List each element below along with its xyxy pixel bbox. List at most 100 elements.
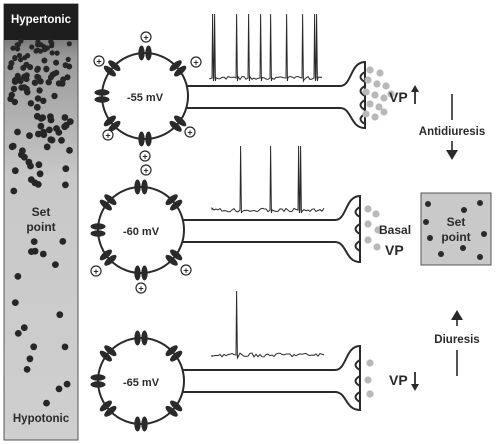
solute-dot <box>34 65 41 72</box>
vp-release-dot <box>374 226 382 234</box>
solute-dot <box>30 238 38 246</box>
vp-release-dot <box>387 90 395 98</box>
ion-channel-icon <box>94 89 110 103</box>
solute-dot <box>33 103 41 111</box>
vp-release-dot <box>373 80 381 88</box>
neuron-basal: -60 mV Basal VP + + + + <box>90 145 411 294</box>
ion-channel-icon <box>103 115 121 132</box>
solute-dot <box>36 87 43 94</box>
vp-release-dot <box>375 103 383 111</box>
svg-text:+: + <box>193 58 198 68</box>
solute-dot <box>59 238 67 245</box>
solute-dot <box>26 355 34 363</box>
solute-dot <box>17 76 24 84</box>
vp-release-dot <box>366 100 374 108</box>
solute-dot <box>39 250 47 258</box>
soma-outline <box>97 186 185 274</box>
ion-channel-icon <box>134 416 148 432</box>
solute-dot <box>45 79 52 86</box>
basal-label: Basal <box>379 223 411 237</box>
trace-line <box>211 290 325 360</box>
soma-outline <box>101 52 189 140</box>
solute-dot <box>48 136 56 144</box>
solute-dot <box>58 137 65 144</box>
action-potential-trace <box>209 13 323 83</box>
vp-release-dot <box>364 76 372 84</box>
membrane-potential-label: -60 mV <box>123 226 160 238</box>
vp-release-dot <box>366 390 374 398</box>
solute-dot <box>27 162 34 170</box>
solute-dot <box>11 98 18 106</box>
solute-dot <box>11 167 19 175</box>
vp-release-dot <box>362 88 370 96</box>
solute-dot <box>11 78 19 85</box>
ion-channel-icon <box>165 345 183 362</box>
vp-release-dots <box>364 359 374 398</box>
solute-dot <box>8 143 16 151</box>
svg-text:+: + <box>187 128 192 138</box>
vp-release-dot <box>366 359 374 367</box>
ion-channel-icon <box>134 330 148 346</box>
vp-release-dot <box>366 66 374 74</box>
ion-channel-icon <box>165 400 183 417</box>
solute-dot <box>37 122 45 130</box>
solute-dot <box>35 161 43 169</box>
solute-dot <box>61 123 69 131</box>
solute-dot <box>14 46 21 52</box>
solute-dot <box>8 60 15 67</box>
solute-dot <box>12 55 18 62</box>
vp-label: VP <box>389 89 408 105</box>
action-potential-trace <box>211 290 325 360</box>
svg-text:+: + <box>183 266 188 276</box>
solute-dot <box>29 44 35 50</box>
trace-line <box>211 145 325 214</box>
membrane-potential-label: -55 mV <box>127 92 164 104</box>
ion-channel-icon <box>134 265 148 281</box>
svg-text:+: + <box>105 131 110 141</box>
vp-label: VP <box>389 372 408 388</box>
vp-release-dot <box>373 243 381 251</box>
terminal-vesicles <box>354 206 361 252</box>
solute-dot <box>27 100 35 107</box>
vp-label: VP <box>385 242 404 258</box>
solute-dot <box>11 299 19 306</box>
vp-release-dot <box>376 69 384 77</box>
svg-text:+: + <box>138 284 143 294</box>
solute-dot <box>20 64 27 71</box>
ion-channel-icon <box>90 374 106 388</box>
terminal-vesicles <box>354 359 361 403</box>
solute-dot <box>37 78 44 85</box>
neuron-hyperpolarized: -65 mV VP <box>90 290 419 432</box>
solute-dot <box>66 118 74 125</box>
ion-channel-icon <box>99 400 117 417</box>
membrane-potential-label: -65 mV <box>123 377 160 389</box>
vp-release-dot <box>364 376 372 384</box>
solute-dot <box>14 330 22 337</box>
solute-dot <box>40 131 48 139</box>
solute-dot <box>41 57 48 64</box>
solute-dot <box>64 74 71 81</box>
ion-channel-icon <box>134 179 148 195</box>
solute-dot <box>26 132 33 140</box>
ion-channel-icon <box>138 131 152 147</box>
ion-channel-icon <box>99 249 117 266</box>
solute-dot <box>49 50 55 56</box>
axon-terminal-outline <box>182 194 361 264</box>
solute-dot <box>40 97 47 105</box>
arrow-up-icon <box>451 310 463 376</box>
neuron-depolarized: -55 mV VP + + + + + + <box>93 13 419 162</box>
ion-channel-icon <box>165 194 183 211</box>
solute-dot <box>33 48 39 54</box>
ion-channel-icon <box>165 249 183 266</box>
vp-release-dot <box>364 236 372 244</box>
solute-dot <box>18 84 25 91</box>
solute-dot <box>35 130 42 138</box>
solute-dot <box>8 91 15 99</box>
right-panel: Antidiuresis Set point Diuresis <box>419 94 492 376</box>
ion-channels <box>90 179 183 281</box>
vp-release-dot <box>371 91 379 99</box>
solute-dot <box>34 181 42 188</box>
ion-channels <box>90 330 183 432</box>
ion-channel-icon <box>99 194 117 211</box>
ion-channel-icon <box>90 223 106 237</box>
